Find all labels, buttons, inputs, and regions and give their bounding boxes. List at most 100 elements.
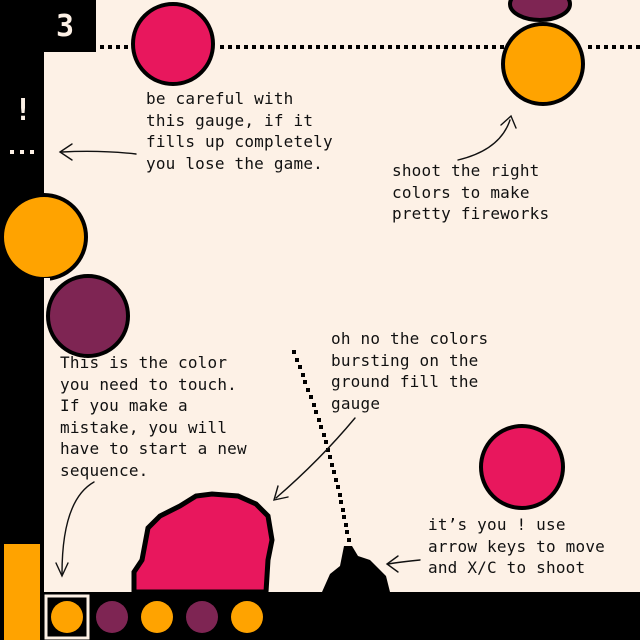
- threshold-dot: [100, 45, 104, 49]
- shot-trail-dot: [328, 455, 332, 459]
- shot-trail-dot: [341, 508, 345, 512]
- gauge-frame: [0, 0, 44, 640]
- threshold-dot: [612, 45, 616, 49]
- arrow-head-icon: [500, 114, 517, 129]
- shot-trail-dot: [334, 478, 338, 482]
- shot-trail-dot: [301, 373, 305, 377]
- threshold-dot: [460, 45, 464, 49]
- ground-bar: [44, 592, 640, 640]
- curved-arrow-icon: [387, 559, 421, 565]
- arrow-head-icon: [385, 555, 399, 573]
- threshold-dot: [300, 45, 304, 49]
- fireworks-tutorial-text: shoot the right colors to make pretty fi…: [392, 161, 550, 223]
- threshold-dot: [476, 45, 480, 49]
- curved-arrow-icon: [457, 119, 511, 161]
- threshold-dot: [396, 45, 400, 49]
- queue-ball-purple: [96, 601, 128, 633]
- firework-orange: [501, 22, 585, 106]
- shot-trail-dot: [336, 485, 340, 489]
- player-cannon-icon: [322, 546, 390, 592]
- level-number: 3: [56, 9, 75, 44]
- firework-purple: [508, 0, 572, 22]
- arrow-head-icon: [58, 143, 73, 161]
- threshold-dot: [324, 45, 328, 49]
- shot-trail-dot: [319, 425, 323, 429]
- shot-trail-dot: [339, 500, 343, 504]
- threshold-dot: [356, 45, 360, 49]
- color-queue: [44, 594, 263, 640]
- threshold-dot: [124, 45, 128, 49]
- threshold-dot: [116, 45, 120, 49]
- shot-trail-dot: [295, 358, 299, 362]
- queue-selected-frame: [44, 594, 90, 640]
- shot-trail-dot: [303, 380, 307, 384]
- threshold-dot: [468, 45, 472, 49]
- threshold-dot: [604, 45, 608, 49]
- threshold-dot: [284, 45, 288, 49]
- threshold-dot: [380, 45, 384, 49]
- target-purple: [46, 274, 130, 358]
- shot-trail-dot: [298, 365, 302, 369]
- queue-ball-orange: [231, 601, 263, 633]
- arrow-head-icon: [55, 562, 69, 578]
- shot-trail-dot: [317, 418, 321, 422]
- shot-trail-dot: [309, 395, 313, 399]
- ground-tutorial-text: oh no the colors bursting on the ground …: [331, 329, 489, 413]
- shot-trail-dot: [312, 403, 316, 407]
- gauge-tutorial-text: be careful with this gauge, if it fills …: [146, 89, 333, 173]
- player-tutorial-text: it’s you ! use arrow keys to move and X/…: [428, 515, 605, 577]
- threshold-dot: [252, 45, 256, 49]
- threshold-dot: [228, 45, 232, 49]
- threshold-dot: [260, 45, 264, 49]
- threshold-dot: [588, 45, 592, 49]
- threshold-dot: [620, 45, 624, 49]
- curved-arrow-icon: [275, 417, 356, 499]
- threshold-dot: [388, 45, 392, 49]
- shot-trail-dot: [324, 440, 328, 444]
- threshold-dot: [364, 45, 368, 49]
- threshold-dot: [268, 45, 272, 49]
- threshold-dot: [276, 45, 280, 49]
- gauge-dots: [10, 150, 34, 154]
- threshold-dot: [428, 45, 432, 49]
- threshold-dot: [500, 45, 504, 49]
- curved-arrow-icon: [61, 150, 137, 155]
- gauge-fill-bar: [4, 544, 40, 640]
- threshold-dot: [236, 45, 240, 49]
- threshold-dot: [412, 45, 416, 49]
- ground-splash-red: [131, 491, 275, 595]
- shot-trail-dot: [306, 388, 310, 392]
- tutorial-arrows: [55, 114, 517, 578]
- firework-threshold-line: [100, 45, 640, 49]
- threshold-dot: [108, 45, 112, 49]
- queue-ball-purple: [186, 601, 218, 633]
- shot-trail-dot: [330, 463, 334, 467]
- target-tutorial-text: This is the color you need to touch. If …: [60, 353, 247, 480]
- threshold-dot: [444, 45, 448, 49]
- threshold-dot: [596, 45, 600, 49]
- threshold-dot: [628, 45, 632, 49]
- shot-trail-dot: [347, 538, 351, 542]
- threshold-dot: [292, 45, 296, 49]
- threshold-dot: [452, 45, 456, 49]
- falling-red-ball: [479, 424, 565, 510]
- threshold-dot: [484, 45, 488, 49]
- threshold-dot: [316, 45, 320, 49]
- threshold-dot: [340, 45, 344, 49]
- threshold-dot: [492, 45, 496, 49]
- curved-arrow-icon: [61, 481, 95, 575]
- threshold-dot: [636, 45, 640, 49]
- level-box: [44, 0, 96, 52]
- threshold-dot: [348, 45, 352, 49]
- shot-trail-dot: [292, 350, 296, 354]
- queue-ball-orange: [51, 601, 83, 633]
- shot-trail-dot: [344, 523, 348, 527]
- threshold-dot: [220, 45, 224, 49]
- gauge-warning-icon: !: [14, 93, 33, 128]
- threshold-dot: [404, 45, 408, 49]
- shot-trail-dot: [345, 530, 349, 534]
- firework-red: [131, 2, 215, 86]
- arrow-head-icon: [273, 485, 289, 501]
